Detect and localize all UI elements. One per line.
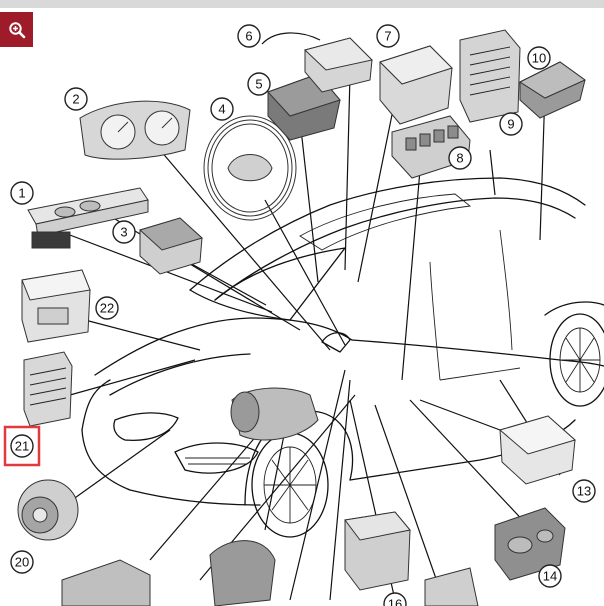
component-14-seat-switch[interactable] (494, 507, 566, 581)
component-4-steering-wheel[interactable] (203, 115, 297, 221)
component-2-instrument-cluster[interactable] (79, 100, 191, 160)
callout-7[interactable]: 7 (376, 24, 400, 48)
callout-2[interactable]: 2 (64, 87, 88, 111)
svg-text:16: 16 (388, 597, 402, 606)
top-toolbar-strip (0, 0, 604, 8)
svg-text:5: 5 (255, 77, 262, 92)
callout-3[interactable]: 3 (112, 220, 136, 244)
svg-text:21: 21 (15, 439, 29, 454)
callout-21-highlighted[interactable]: 21 (3, 425, 41, 467)
callout-5[interactable]: 5 (247, 72, 271, 96)
component-10-module[interactable] (518, 61, 586, 119)
svg-text:22: 22 (100, 301, 114, 316)
component-7-control-module[interactable] (379, 45, 453, 125)
callout-6[interactable]: 6 (237, 24, 261, 48)
callout-13[interactable]: 13 (572, 479, 596, 503)
svg-text:8: 8 (456, 151, 463, 166)
svg-text:2: 2 (72, 92, 79, 107)
zoom-in-icon (8, 21, 25, 38)
svg-text:10: 10 (532, 51, 546, 66)
callout-1[interactable]: 1 (10, 181, 34, 205)
svg-text:13: 13 (577, 484, 591, 499)
svg-text:6: 6 (245, 29, 252, 44)
callout-22[interactable]: 22 (95, 296, 119, 320)
component-1-switch-panel[interactable] (27, 187, 149, 249)
callout-10[interactable]: 10 (527, 46, 551, 70)
svg-text:7: 7 (384, 29, 391, 44)
callout-20[interactable]: 20 (10, 550, 34, 574)
component-transmission[interactable] (230, 387, 319, 441)
callout-9[interactable]: 9 (499, 112, 523, 136)
svg-text:14: 14 (543, 569, 557, 584)
component-bottom-parts (61, 540, 479, 606)
component-21-fuse-box[interactable] (23, 351, 73, 427)
component-3-control-module[interactable] (139, 217, 203, 275)
component-16-control-module[interactable] (344, 511, 411, 591)
svg-text:3: 3 (120, 225, 127, 240)
component-20-alternator[interactable] (17, 479, 79, 541)
component-13-control-module[interactable] (498, 415, 577, 485)
svg-text:1: 1 (18, 186, 25, 201)
callout-16[interactable]: 16 (383, 592, 407, 606)
component-22-engine-control-module[interactable] (21, 269, 91, 343)
zoom-button[interactable] (0, 12, 33, 47)
component-9-fuse-box[interactable] (459, 29, 521, 123)
component-6-antenna-module[interactable] (261, 32, 374, 93)
callout-14[interactable]: 14 (538, 564, 562, 588)
callout-8[interactable]: 8 (448, 146, 472, 170)
svg-text:9: 9 (507, 117, 514, 132)
svg-text:4: 4 (218, 102, 225, 117)
svg-text:20: 20 (15, 555, 29, 570)
callout-4[interactable]: 4 (210, 97, 234, 121)
